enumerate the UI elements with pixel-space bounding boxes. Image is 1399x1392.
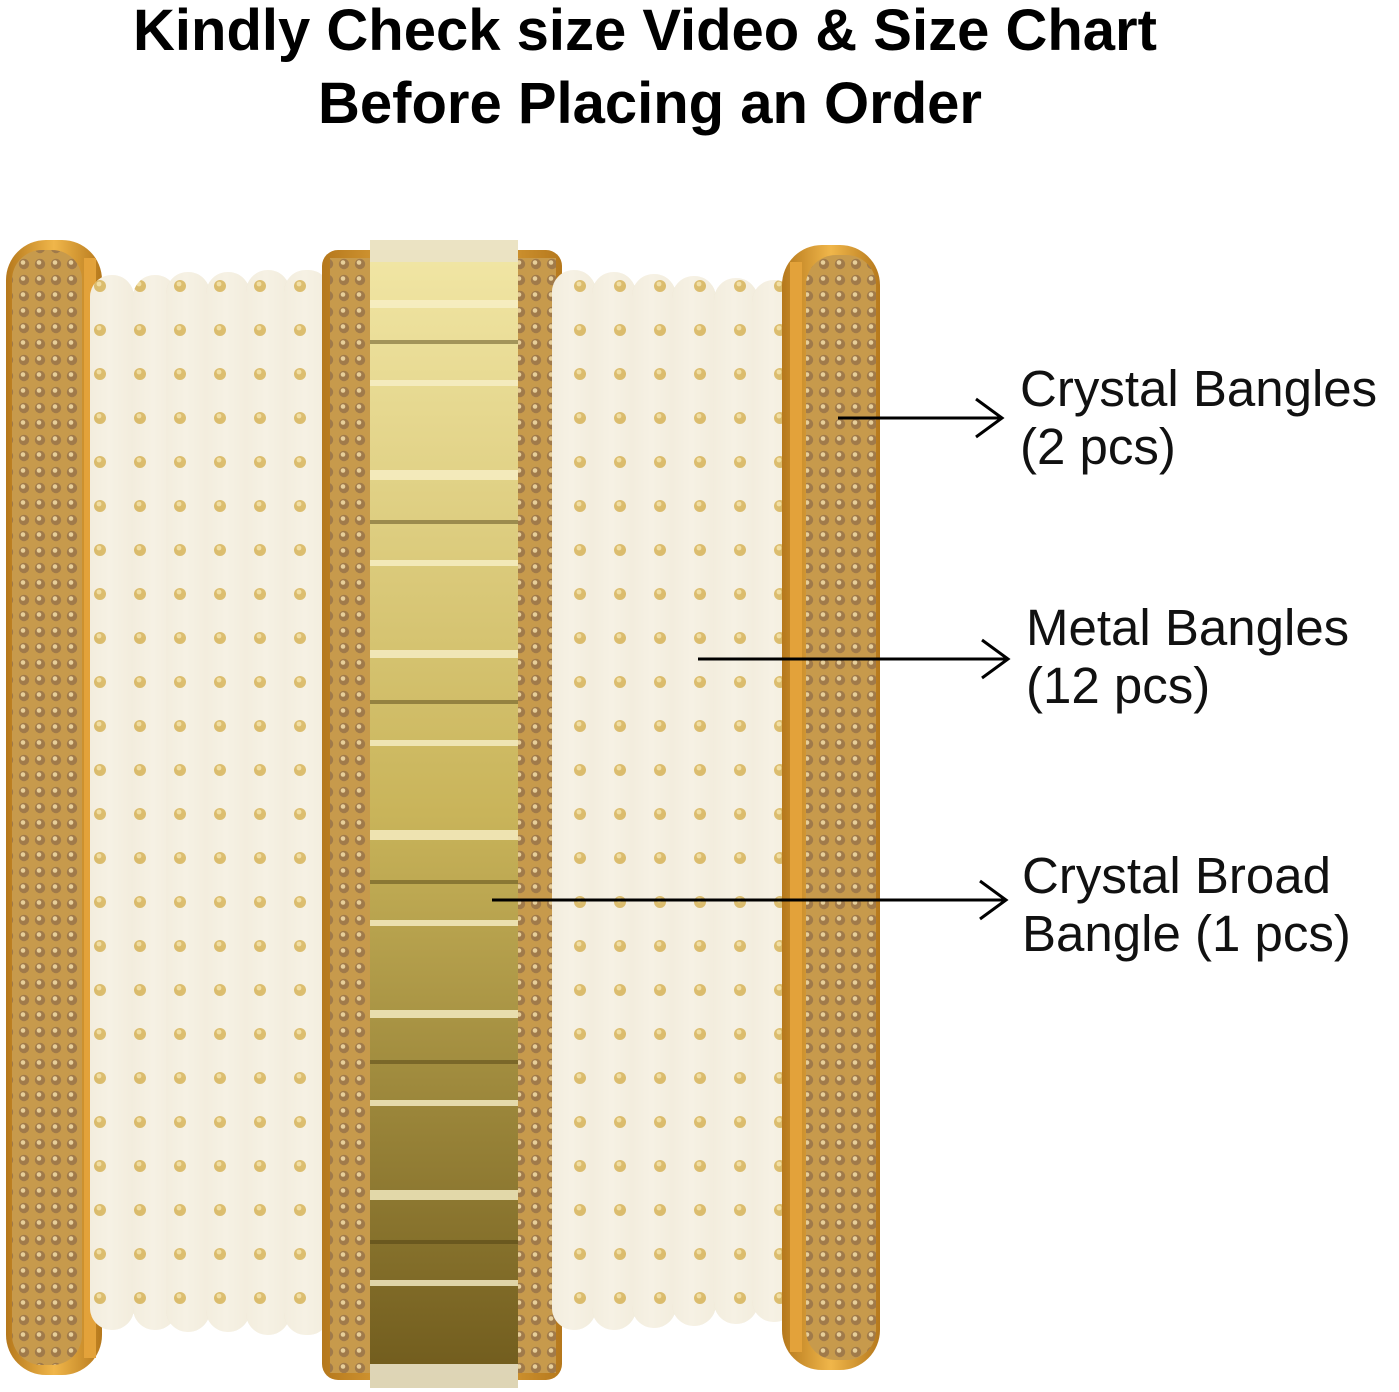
callout-crystal-bangles: Crystal Bangles (2 pcs) <box>1020 360 1377 476</box>
callout-metal-bangles-qty: (12 pcs) <box>1026 657 1211 714</box>
callout-crystal-bangles-qty: (2 pcs) <box>1020 418 1176 475</box>
callout-broad-bangle: Crystal Broad Bangle (1 pcs) <box>1022 847 1351 963</box>
metal-bangles-left <box>90 270 330 1335</box>
heading-line-1: Kindly Check size Video & Size Chart <box>133 0 1157 63</box>
arrow-metal-bangles <box>698 638 1011 680</box>
broad-crystal-bangle <box>322 240 562 1388</box>
arrow-crystal-bangles <box>838 397 1005 439</box>
callout-broad-bangle-qty: Bangle (1 pcs) <box>1022 905 1351 962</box>
metal-bangles-right <box>552 270 796 1330</box>
callout-metal-bangles: Metal Bangles (12 pcs) <box>1026 599 1349 715</box>
callout-metal-bangles-title: Metal Bangles <box>1026 599 1350 656</box>
left-crystal-bangle <box>6 240 102 1375</box>
callout-broad-bangle-title: Crystal Broad <box>1022 847 1331 904</box>
right-crystal-bangle <box>782 245 880 1370</box>
callout-crystal-bangles-title: Crystal Bangles <box>1020 360 1378 417</box>
heading-line-2: Before Placing an Order <box>318 71 982 136</box>
arrow-broad-bangle <box>492 879 1009 921</box>
